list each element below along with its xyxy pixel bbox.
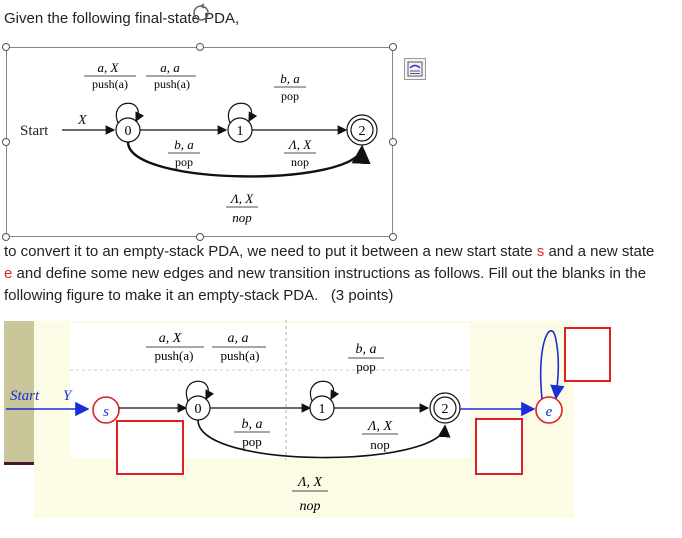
edge02-arrow — [126, 141, 371, 178]
loop1-top: b, a — [280, 71, 300, 86]
state-2-label: 2 — [359, 124, 366, 139]
loop-1-arrow — [227, 102, 258, 124]
loop0-label1-top: a, X — [98, 60, 120, 75]
loop0-label2-bottom: push(a) — [154, 77, 190, 91]
start-input-label: X — [77, 113, 87, 128]
edge12-bottom: nop — [291, 155, 309, 169]
resize-handle-tr[interactable] — [389, 43, 397, 51]
state-0-b-label: 0 — [195, 402, 202, 417]
edge12-b-top: Λ, X — [366, 419, 392, 434]
blank-box-s-to-0[interactable] — [116, 420, 184, 475]
edge01-bottom: pop — [175, 155, 193, 169]
edge02-b-top: Λ, X — [296, 475, 322, 490]
state-2 — [350, 118, 374, 142]
start-label: Start — [20, 123, 49, 139]
state-1-b-label: 1 — [319, 402, 326, 417]
state-0-label: 0 — [125, 124, 132, 139]
new-state-e: e — [4, 265, 13, 282]
state-2-b — [433, 396, 457, 420]
edge02-b-arrow — [197, 419, 451, 459]
resize-handle-ml[interactable] — [2, 138, 10, 146]
loop0-label1-bottom: push(a) — [92, 77, 128, 91]
edge12-b-bottom: nop — [370, 437, 390, 452]
loop-0-arrow — [115, 102, 145, 124]
resize-handle-tm[interactable] — [196, 43, 204, 51]
loop1-b-top: b, a — [356, 342, 377, 357]
loop0-b-label2-bottom: push(a) — [221, 348, 260, 363]
start-label-2: Start — [10, 388, 40, 404]
loop1-bottom: pop — [281, 89, 299, 103]
state-s — [92, 396, 120, 424]
edge01-b-bottom: pop — [242, 434, 262, 449]
state-2-b-label: 2 — [442, 402, 449, 417]
blank-box-loop-e[interactable] — [564, 327, 611, 382]
rotate-icon[interactable] — [190, 2, 212, 24]
loop0-b-label2-top: a, a — [228, 331, 249, 346]
blank-box-2-to-e[interactable] — [475, 418, 523, 475]
loop0-label2-top: a, a — [160, 60, 180, 75]
state-s-label: s — [103, 404, 109, 420]
edge02-b-bottom: nop — [300, 499, 321, 514]
loop0-b-label1-bottom: push(a) — [155, 348, 194, 363]
edge12-top: Λ, X — [287, 137, 312, 152]
loop1-b-bottom: pop — [356, 359, 376, 374]
resize-handle-bm[interactable] — [196, 233, 204, 241]
resize-handle-mr[interactable] — [389, 138, 397, 146]
instruction-paragraph: to convert it to an empty-stack PDA, we … — [4, 243, 655, 304]
figure-side-bar-underline — [4, 462, 34, 465]
edge02-top: Λ, X — [229, 191, 254, 206]
figure-side-bar — [4, 321, 34, 463]
state-e — [535, 396, 563, 424]
start-input-label-2: Y — [63, 388, 73, 404]
resize-handle-br[interactable] — [389, 233, 397, 241]
edge01-top: b, a — [174, 137, 194, 152]
loop-1-b-arrow — [309, 380, 340, 402]
points-label: (3 points) — [330, 287, 394, 304]
edge02-bottom: nop — [232, 210, 252, 225]
edge01-b-top: b, a — [242, 417, 263, 432]
intro-text: Given the following final-state PDA, — [4, 10, 240, 27]
final-state-pda-diagram: Start X 0 a, X push(a) a, a push(a) b, a… — [20, 60, 378, 225]
state-1-label: 1 — [237, 124, 244, 139]
loop-0-b-arrow — [185, 380, 215, 402]
empty-stack-pda-diagram: Start Y s 0 a, X push(a) a, a push(a) b,… — [6, 320, 565, 514]
resize-handle-tl[interactable] — [2, 43, 10, 51]
loop-e-arrow — [539, 330, 565, 400]
resize-handle-bl[interactable] — [2, 233, 10, 241]
new-start-state-s: s — [536, 243, 545, 260]
loop0-b-label1-top: a, X — [159, 331, 182, 346]
layout-options-icon[interactable] — [404, 58, 426, 80]
state-e-label: e — [546, 404, 553, 420]
